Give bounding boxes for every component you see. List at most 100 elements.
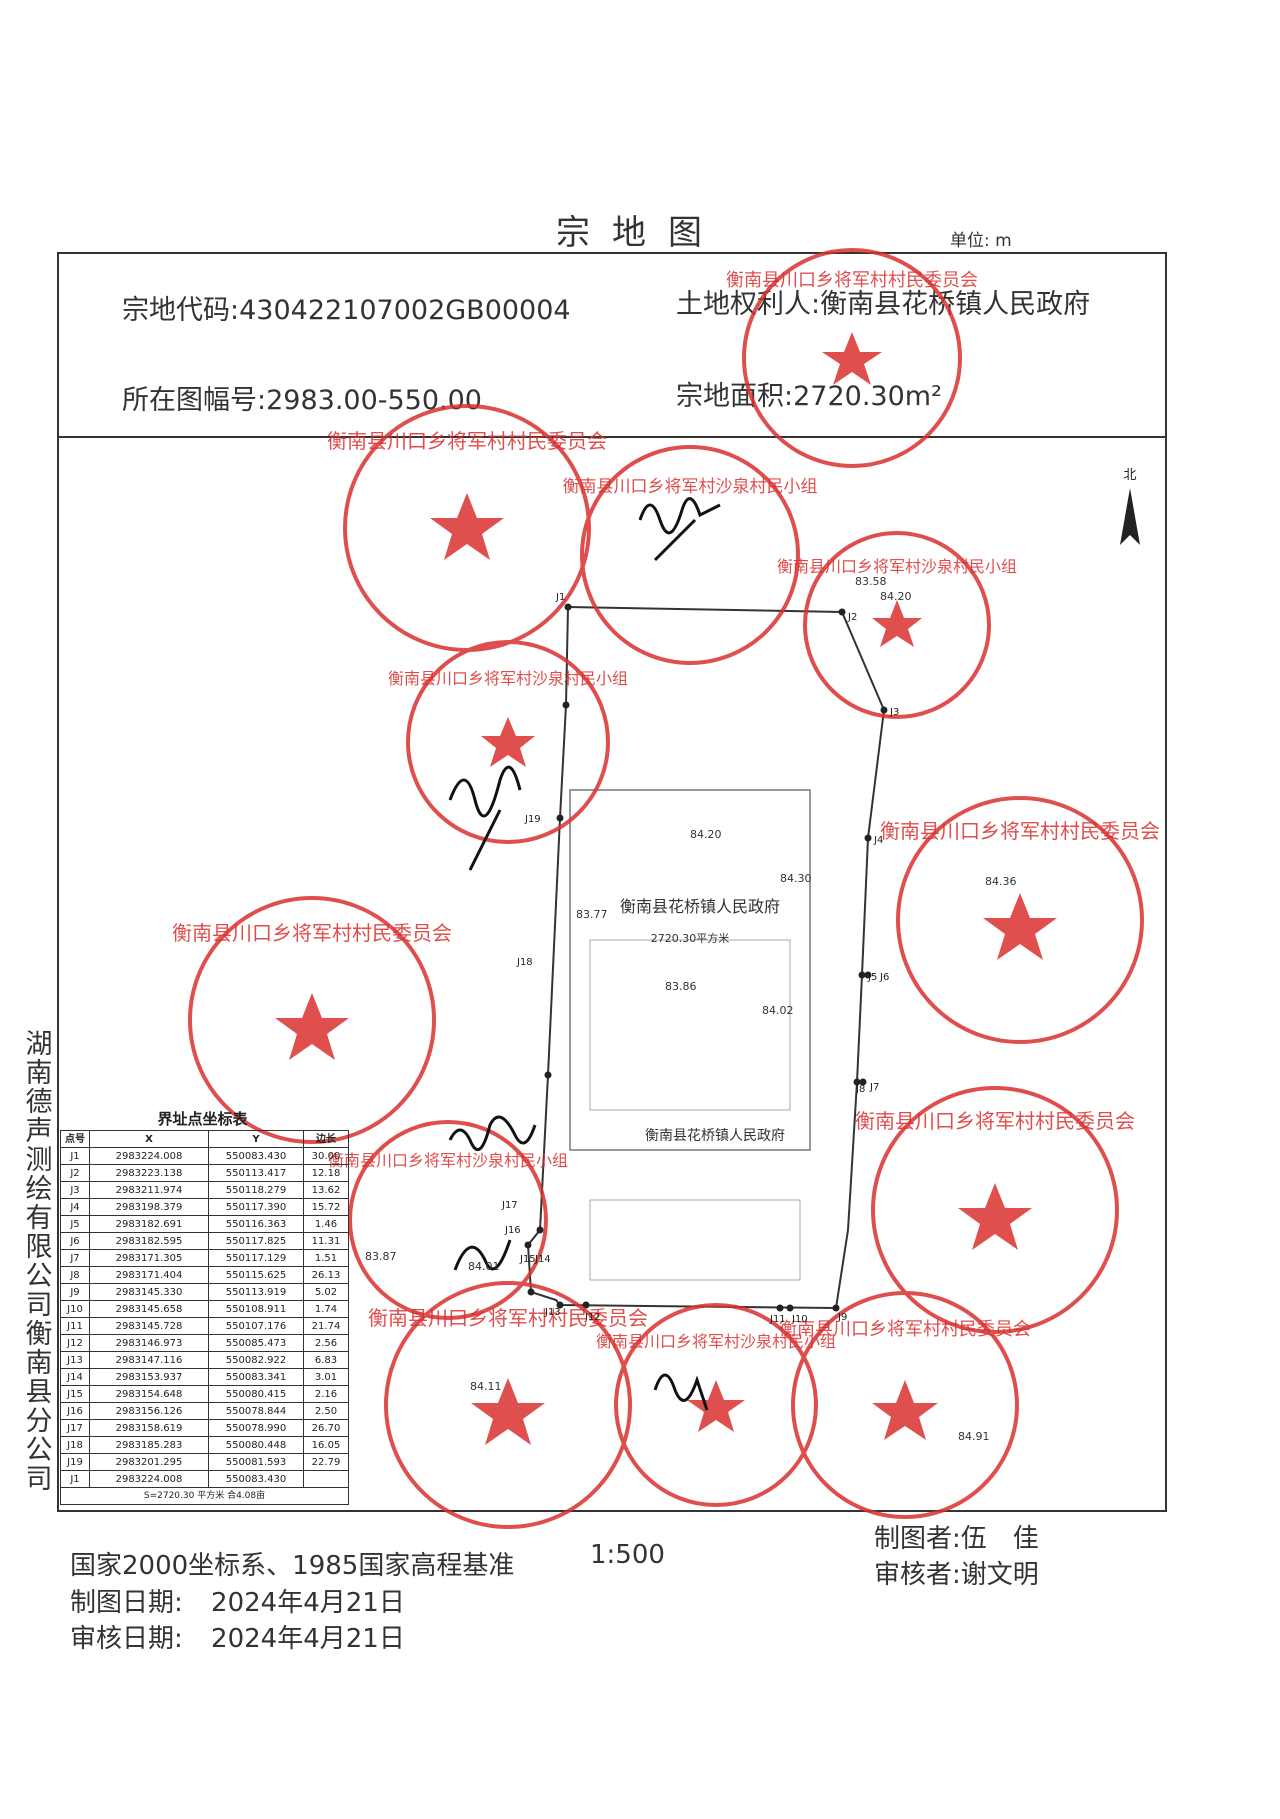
x-coord-cell: 2983223.138	[89, 1164, 209, 1182]
edge-length-cell: 22.79	[303, 1453, 349, 1471]
x-coord-cell: 2983153.937	[89, 1368, 209, 1386]
col-header-length: 边长	[303, 1130, 349, 1148]
building-inner-block	[589, 939, 791, 1111]
handwritten-signatures	[448, 497, 721, 1411]
elevation-label: 84.01	[468, 1260, 500, 1273]
stamp-seal-icon	[871, 1086, 1119, 1334]
edge-length-cell: 16.05	[303, 1436, 349, 1454]
stamp-seal-icon	[384, 1281, 632, 1529]
owner-row: 土地权利人:衡南县花桥镇人民政府	[676, 282, 1090, 321]
point-id-cell: J1	[60, 1147, 90, 1165]
point-id-cell: J5	[60, 1215, 90, 1233]
y-coord-cell: 550116.363	[208, 1215, 304, 1233]
svg-text:衡南县川口乡将军村村民委员会: 衡南县川口乡将军村村民委员会	[779, 1319, 1031, 1340]
point-id-cell: J8	[60, 1266, 90, 1284]
point-id-cell: J6	[60, 1232, 90, 1250]
svg-text:J11: J11	[769, 1314, 786, 1325]
reviewer-row: 审核者:谢文明	[874, 1554, 1039, 1591]
header-divider	[57, 436, 1167, 438]
coord-table-summary: S=2720.30 平方米 合4.08亩	[60, 1487, 349, 1505]
elevation-label: 84.91	[958, 1430, 990, 1443]
sheet-label: 所在图幅号:	[122, 385, 267, 416]
elevation-label: 84.11	[470, 1380, 502, 1393]
col-header-x: X	[89, 1130, 209, 1148]
svg-text:J7: J7	[869, 1082, 879, 1093]
y-coord-cell: 550117.129	[208, 1249, 304, 1267]
stamp-text: 衡南县川口乡将军村村民委员会 衡南县川口乡将军村村民委员会 衡南县川口乡将军村村…	[172, 270, 1160, 1351]
government-building	[569, 789, 811, 1151]
svg-text:J3: J3	[889, 707, 899, 718]
drafter-label: 制图者:	[874, 1524, 961, 1554]
x-coord-cell: 2983201.295	[89, 1453, 209, 1471]
svg-text:衡南县川口乡将军村沙泉村民小组: 衡南县川口乡将军村沙泉村民小组	[777, 557, 1017, 576]
elevation-label: 83.77	[576, 908, 608, 921]
stamp-seal-icon	[348, 1120, 548, 1320]
x-coord-cell: 2983145.728	[89, 1317, 209, 1335]
edge-length-cell: 2.16	[303, 1385, 349, 1403]
svg-text:衡南县川口乡将军村村民委员会: 衡南县川口乡将军村村民委员会	[172, 921, 452, 945]
reviewer-value: 谢文明	[960, 1560, 1039, 1590]
owner-label: 土地权利人:	[676, 289, 821, 320]
x-coord-cell: 2983145.330	[89, 1283, 209, 1301]
edge-length-cell: 2.50	[303, 1402, 349, 1420]
stamp-stars	[275, 332, 1057, 1445]
map-labels: 衡南县花桥镇人民政府 2720.30平方米 衡南县花桥镇人民政府 83.58 8…	[365, 575, 1017, 1443]
svg-text:J5: J5	[867, 972, 877, 983]
y-coord-cell: 550078.844	[208, 1402, 304, 1420]
y-coord-cell: 550080.415	[208, 1385, 304, 1403]
vertex-labels: J1 J2 J3 J4 J5 J6 J7 J8 J9 J10 J11 J12 J…	[501, 592, 899, 1325]
y-coord-cell: 550113.417	[208, 1164, 304, 1182]
building-label: 衡南县花桥镇人民政府	[620, 897, 780, 916]
area-summary: S=2720.30 平方米 合4.08亩	[60, 1487, 349, 1505]
svg-text:J12: J12	[584, 1312, 601, 1323]
coord-table-caption: 界址点坐标表	[157, 1110, 248, 1128]
x-coord-cell: 2983154.648	[89, 1385, 209, 1403]
area-unit: m²	[904, 381, 942, 412]
edge-length-cell: 6.83	[303, 1351, 349, 1369]
coord-table-header: 点号 X Y 边长	[60, 1130, 349, 1148]
review-date-row: 审核日期: 2024年4月21日	[70, 1618, 405, 1655]
edge-length-cell: 26.70	[303, 1419, 349, 1437]
stamp-seal-icon	[614, 1303, 818, 1507]
edge-length-cell: 12.18	[303, 1164, 349, 1182]
svg-text:衡南县川口乡将军村沙泉村民小组: 衡南县川口乡将军村沙泉村民小组	[596, 1332, 836, 1351]
svg-text:衡南县川口乡将军村村民委员会: 衡南县川口乡将军村村民委员会	[880, 819, 1160, 843]
point-id-cell: J12	[60, 1334, 90, 1352]
star-icon	[872, 600, 922, 647]
x-coord-cell: 2983182.691	[89, 1215, 209, 1233]
point-id-cell: J15	[60, 1385, 90, 1403]
edge-length-cell: 11.31	[303, 1232, 349, 1250]
y-coord-cell: 550083.341	[208, 1368, 304, 1386]
area-label: 宗地面积:	[676, 381, 794, 412]
svg-text:J10: J10	[791, 1314, 808, 1325]
star-icon	[872, 1380, 938, 1440]
y-coord-cell: 550083.430	[208, 1470, 304, 1488]
review-date-value: 2024年4月21日	[211, 1624, 405, 1654]
y-coord-cell: 550117.390	[208, 1198, 304, 1216]
draw-date-row: 制图日期: 2024年4月21日	[70, 1582, 405, 1619]
parcel-code-value: 430422107002GB00004	[239, 295, 571, 326]
x-coord-cell: 2983146.973	[89, 1334, 209, 1352]
point-id-cell: J11	[60, 1317, 90, 1335]
svg-text:J8: J8	[855, 1084, 865, 1095]
svg-text:J1: J1	[555, 592, 565, 603]
point-id-cell: J4	[60, 1198, 90, 1216]
col-header-y: Y	[208, 1130, 304, 1148]
svg-text:J16: J16	[504, 1225, 521, 1236]
draw-date-label: 制图日期:	[70, 1588, 183, 1618]
edge-length-cell: 5.02	[303, 1283, 349, 1301]
edge-length-cell: 3.01	[303, 1368, 349, 1386]
point-id-cell: J10	[60, 1300, 90, 1318]
draw-date-value: 2024年4月21日	[211, 1588, 405, 1618]
stamp-seal-icon	[406, 640, 610, 844]
